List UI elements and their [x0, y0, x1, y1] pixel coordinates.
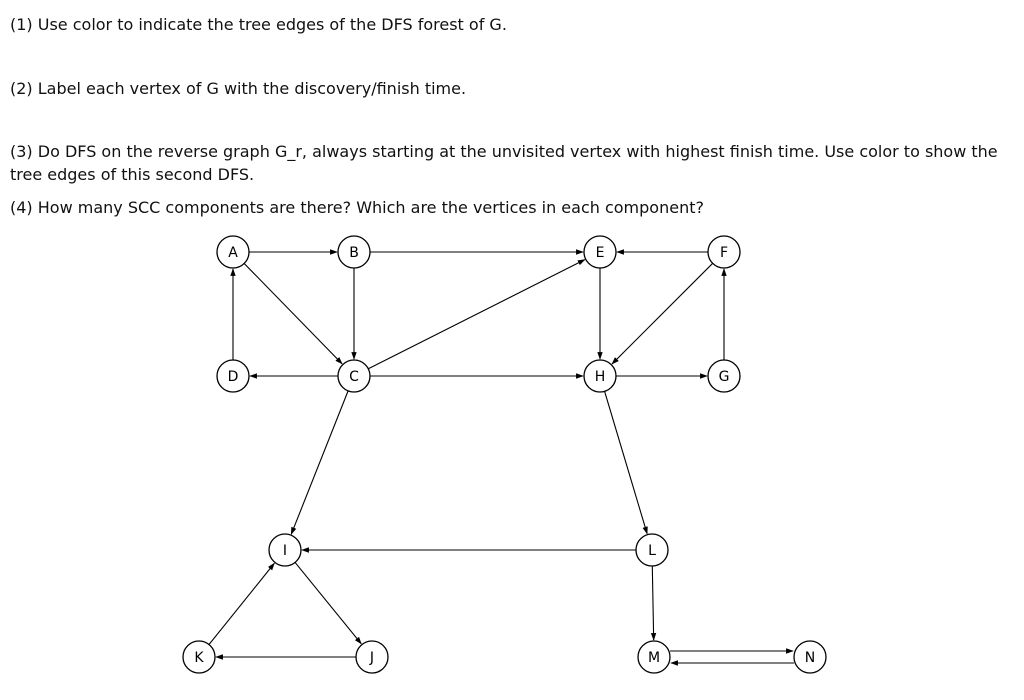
vertex-label: N [805, 650, 815, 666]
vertex-circle [337, 359, 371, 393]
vertex-label: K [194, 650, 204, 666]
edge-l-m [650, 565, 657, 641]
vertex-g: G [707, 359, 741, 393]
question-2: (2) Label each vertex of G with the disc… [10, 79, 467, 98]
vertex-circle [583, 359, 617, 393]
edge-i-j [294, 562, 362, 645]
nodes-layer: A B C D E F G H I J K L M N [182, 235, 827, 674]
vertex-circle [182, 640, 216, 674]
vertex-circle [216, 359, 250, 393]
vertex-b: B [337, 235, 371, 269]
vertex-k: K [182, 640, 216, 674]
vertex-d: D [216, 359, 250, 393]
vertex-circle [707, 359, 741, 393]
edge-f-h [611, 262, 714, 365]
vertex-i: I [268, 533, 302, 567]
vertex-label: D [228, 369, 239, 385]
vertex-label: A [228, 245, 238, 261]
vertex-circle [268, 533, 302, 567]
vertex-m: M [637, 640, 671, 674]
vertex-a: A [216, 235, 250, 269]
question-4: (4) How many SCC components are there? W… [10, 198, 704, 217]
vertex-label: G [719, 369, 730, 385]
edge-c-i [290, 390, 349, 535]
vertex-label: E [596, 245, 605, 261]
vertex-h: H [583, 359, 617, 393]
vertex-n: N [793, 640, 827, 674]
vertex-label: J [369, 650, 374, 666]
vertex-c: C [337, 359, 371, 393]
vertex-label: H [595, 369, 606, 385]
vertex-label: C [349, 369, 359, 385]
question-1: (1) Use color to indicate the tree edges… [10, 15, 507, 34]
vertex-circle [635, 533, 669, 567]
vertex-label: M [648, 650, 660, 666]
vertex-l: L [635, 533, 669, 567]
vertex-circle [355, 640, 389, 674]
vertex-circle [637, 640, 671, 674]
vertex-f: F [707, 235, 741, 269]
vertex-circle [216, 235, 250, 269]
vertex-circle [793, 640, 827, 674]
vertex-label: I [283, 543, 287, 559]
edge-a-c [243, 263, 343, 365]
vertex-label: F [720, 245, 728, 261]
vertex-circle [337, 235, 371, 269]
edges-layer [208, 249, 794, 666]
edge-h-l [604, 391, 648, 535]
question-3: (3) Do DFS on the reverse graph G_r, alw… [10, 142, 998, 184]
edge-k-i [208, 562, 275, 645]
vertex-label: L [648, 543, 656, 559]
edge-c-e [368, 259, 586, 370]
vertex-e: E [583, 235, 617, 269]
vertex-j: J [355, 640, 389, 674]
vertex-circle [707, 235, 741, 269]
vertex-label: B [349, 245, 359, 261]
vertex-circle [583, 235, 617, 269]
